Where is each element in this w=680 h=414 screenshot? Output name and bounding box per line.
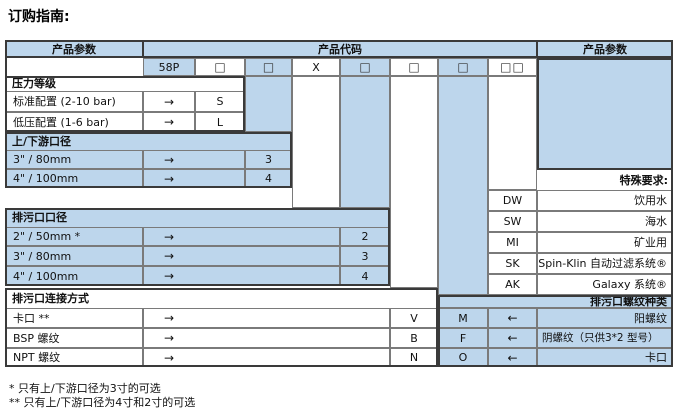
special-code: SW bbox=[488, 211, 537, 232]
header-params-right: 产品参数 bbox=[537, 40, 673, 58]
arrow-right-icon: → bbox=[143, 227, 340, 246]
column-band-updown bbox=[245, 76, 292, 132]
row-label: NPT 螺纹 bbox=[5, 348, 143, 367]
thread-desc: 阴螺纹（只供3*2 型号） bbox=[537, 328, 673, 348]
header-product-code: 产品代码 bbox=[143, 40, 537, 58]
section-title-drain: 排污口口径 bbox=[5, 208, 390, 227]
arrow-right-icon: → bbox=[143, 112, 195, 132]
arrow-left-icon: ← bbox=[488, 348, 537, 367]
special-label: 饮用水 bbox=[537, 190, 673, 211]
column-band-x bbox=[292, 76, 340, 208]
arrow-left-icon: ← bbox=[488, 308, 537, 328]
code-box-drain: □ bbox=[340, 58, 390, 76]
row-label: 4" / 100mm bbox=[5, 266, 143, 286]
column-band-thread bbox=[438, 76, 488, 295]
row-label: 3" / 80mm bbox=[5, 246, 143, 266]
row-code: B bbox=[390, 328, 438, 348]
special-label: Galaxy 系统® bbox=[537, 274, 673, 295]
row-code: S bbox=[195, 91, 245, 112]
special-label: 海水 bbox=[537, 211, 673, 232]
row-label: BSP 螺纹 bbox=[5, 328, 143, 348]
section-title-connection: 排污口连接方式 bbox=[12, 291, 89, 305]
arrow-right-icon: → bbox=[143, 246, 340, 266]
section-title-pressure: 压力等级 bbox=[12, 77, 56, 90]
column-band-drain bbox=[340, 76, 390, 208]
row-label: 4" / 100mm bbox=[5, 169, 143, 188]
row-label: 3" / 80mm bbox=[5, 150, 143, 169]
right-blue-box bbox=[537, 58, 673, 170]
page-title: 订购指南: bbox=[8, 9, 70, 25]
row-code: 3 bbox=[340, 246, 390, 266]
arrow-right-icon: → bbox=[143, 169, 245, 188]
row-code: N bbox=[390, 348, 438, 367]
row-code: 4 bbox=[340, 266, 390, 286]
footnote-1: * 只有上/下游口径为3寸的可选 bbox=[9, 382, 161, 395]
arrow-right-icon: → bbox=[143, 266, 340, 286]
column-band-connection bbox=[390, 76, 438, 288]
row-label: 卡口 ** bbox=[5, 308, 143, 328]
special-code: MI bbox=[488, 232, 537, 253]
row-label: 2" / 50mm * bbox=[5, 227, 143, 246]
row-code: O bbox=[438, 348, 488, 367]
thread-desc: 阳螺纹 bbox=[537, 308, 673, 328]
thread-desc: 卡口 bbox=[537, 348, 673, 367]
table-left-edge bbox=[5, 58, 7, 76]
special-label: 矿业用 bbox=[537, 232, 673, 253]
code-box-connection: □ bbox=[390, 58, 438, 76]
section-title-thread-type: 排污口螺纹种类 bbox=[438, 295, 673, 308]
row-code: M bbox=[438, 308, 488, 328]
arrow-left-icon: ← bbox=[488, 328, 537, 348]
column-band-special bbox=[488, 76, 537, 190]
row-code: L bbox=[195, 112, 245, 132]
row-code: 4 bbox=[245, 169, 292, 188]
special-code: DW bbox=[488, 190, 537, 211]
arrow-right-icon: → bbox=[143, 328, 390, 348]
row-code: 2 bbox=[340, 227, 390, 246]
special-requirements-caption: 特殊要求: bbox=[619, 173, 668, 187]
code-x-separator: X bbox=[292, 58, 340, 76]
section-title-updown: 上/下游口径 bbox=[5, 132, 292, 150]
code-box-thread: □ bbox=[438, 58, 488, 76]
arrow-right-icon: → bbox=[143, 348, 390, 367]
arrow-right-icon: → bbox=[143, 150, 245, 169]
code-box-special: □□ bbox=[488, 58, 537, 76]
code-prefix: 58P bbox=[143, 58, 195, 76]
row-label: 低压配置 (1-6 bar) bbox=[5, 112, 143, 132]
row-code: 3 bbox=[245, 150, 292, 169]
row-code: F bbox=[438, 328, 488, 348]
special-code: AK bbox=[488, 274, 537, 295]
code-box-updown: □ bbox=[245, 58, 292, 76]
special-code: SK bbox=[488, 253, 537, 274]
footnote-2: ** 只有上/下游口径为4寸和2寸的可选 bbox=[9, 396, 196, 409]
row-label: 标准配置 (2-10 bar) bbox=[5, 91, 143, 112]
special-label: Spin-Klin 自动过滤系统® bbox=[537, 253, 673, 274]
header-params-left: 产品参数 bbox=[5, 40, 143, 58]
arrow-right-icon: → bbox=[143, 308, 390, 328]
arrow-right-icon: → bbox=[143, 91, 195, 112]
row-code: V bbox=[390, 308, 438, 328]
code-box-pressure: □ bbox=[195, 58, 245, 76]
